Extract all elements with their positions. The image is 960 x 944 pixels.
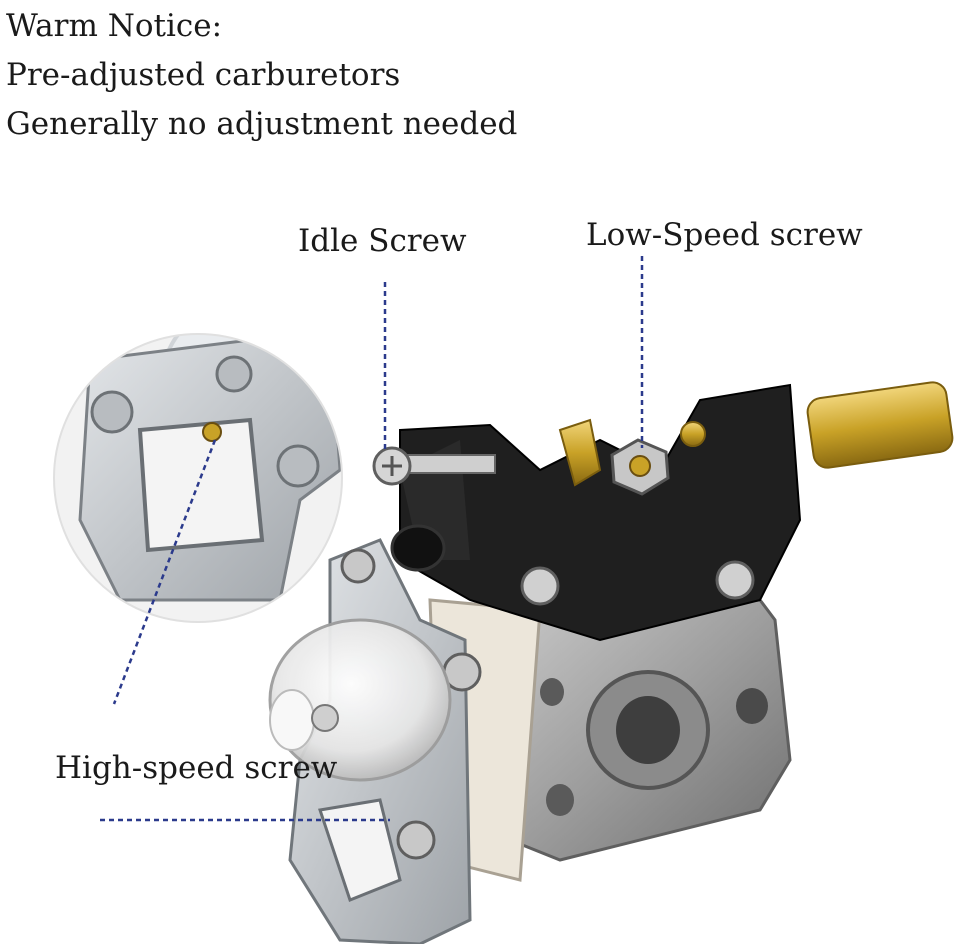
housing-screw-icon (715, 560, 755, 600)
notice-title: Warm Notice: (6, 8, 223, 44)
screw-head-icon (90, 390, 134, 434)
carburetor-body (498, 598, 792, 862)
zoom-detail-circle (53, 333, 343, 623)
idle-screw-label: Idle Screw (298, 223, 467, 259)
primer-bulb-icon (268, 618, 452, 782)
high-speed-screw-icon (202, 422, 222, 442)
notice-line-preadjusted: Pre-adjusted carburetors (6, 57, 401, 93)
leader-lines (100, 256, 644, 822)
low-speed-screw-label: Low-Speed screw (586, 217, 863, 253)
screw-head-icon (276, 444, 320, 488)
high-speed-leader-line-diagonal (112, 439, 217, 705)
warm-notice: Warm Notice: Pre-adjusted carburetors Ge… (6, 2, 517, 149)
low-speed-screw-icon (610, 438, 670, 496)
idle-screw-icon (372, 446, 496, 486)
brass-throttle-rod (558, 381, 954, 487)
high-speed-screw-label: High-speed screw (55, 750, 338, 786)
black-plastic-housing (390, 383, 802, 642)
bracket-screw-icon (396, 820, 436, 860)
bracket-screw-icon (340, 548, 376, 584)
screw-head-icon (215, 355, 253, 393)
housing-screw-icon (520, 566, 560, 606)
notice-line-no-adjustment: Generally no adjustment needed (6, 106, 518, 142)
